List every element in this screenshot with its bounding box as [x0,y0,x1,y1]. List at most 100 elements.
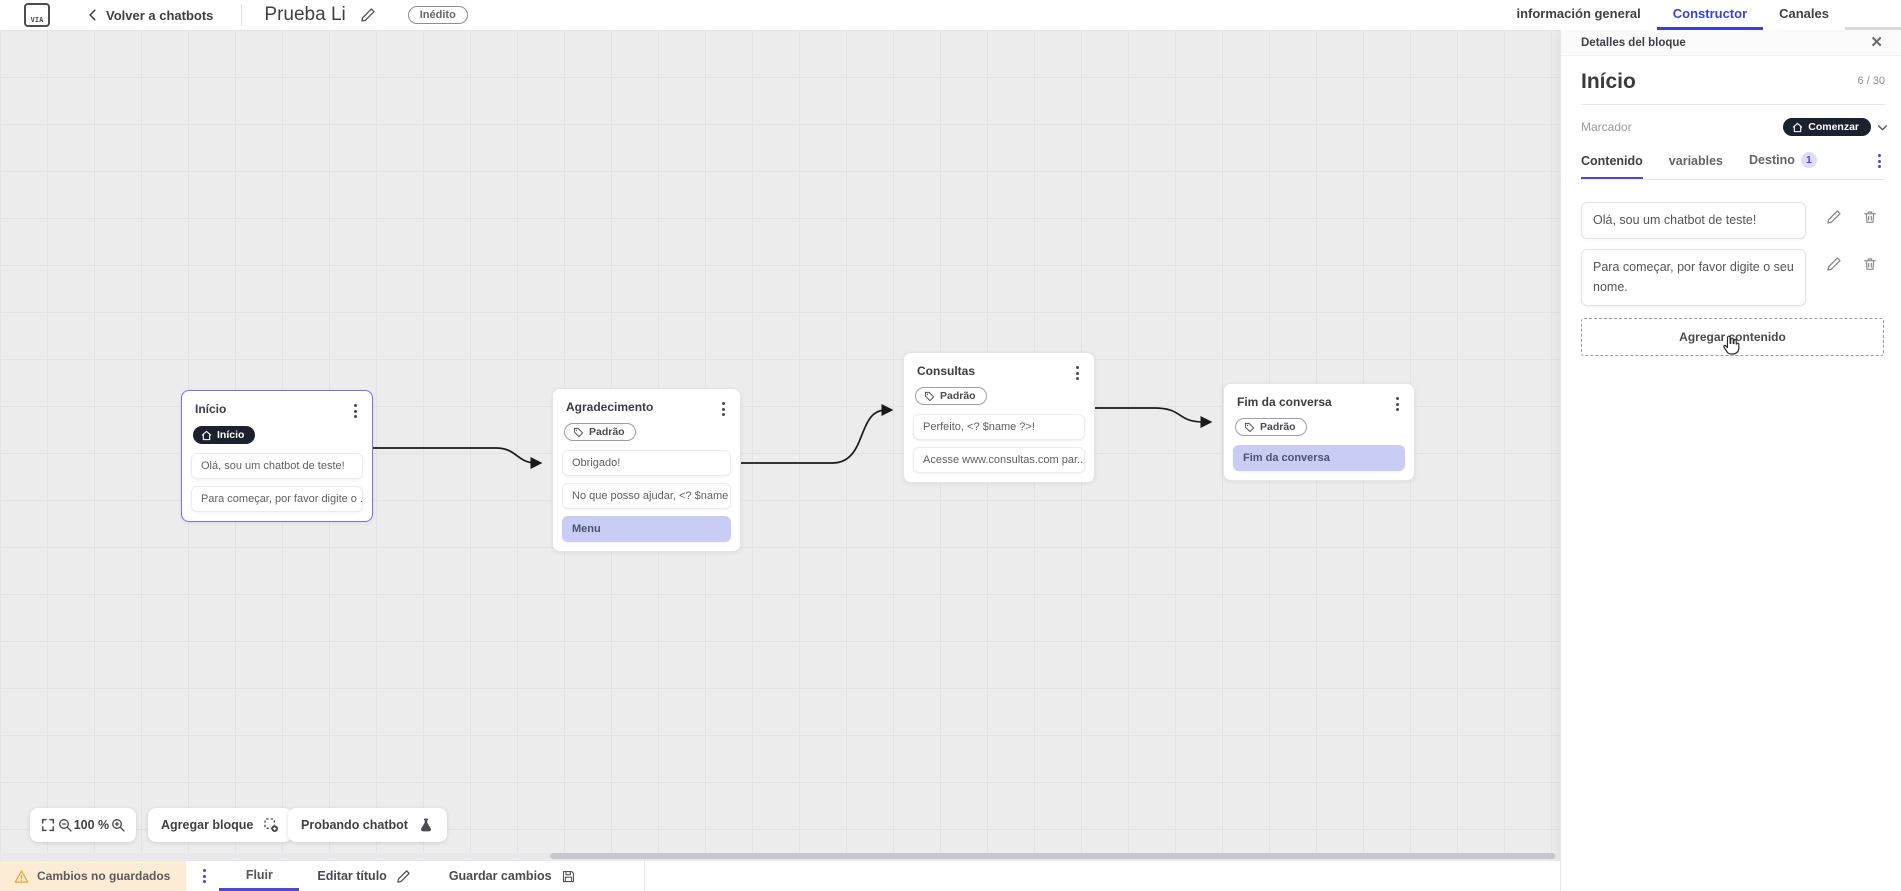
block-type-badge: Padrão [564,423,636,441]
tab-label: variables [1668,154,1724,168]
block-card[interactable]: No que posso ajudar, <? $name ... [562,482,731,509]
top-tab-bar: información general Constructor Canales [1500,0,1901,30]
content-list: Olá, sou um chatbot de teste! Para começ… [1561,180,1901,307]
trash-icon[interactable] [1862,256,1878,272]
panel-tab-bar: Contenido variables Destino 1 [1561,136,1901,179]
home-icon [1793,122,1803,132]
block-title: Início [195,402,227,416]
destino-count-badge: 1 [1800,152,1817,168]
flask-icon [420,818,432,832]
tab-canales[interactable]: Canales [1779,6,1829,21]
zoom-out-icon[interactable] [57,817,73,833]
app-logo: VIA [24,3,50,27]
horizontal-scrollbar-thumb[interactable] [550,853,1555,859]
tab-informacion-general[interactable]: información general [1516,6,1641,21]
flow-kebab-menu-icon[interactable] [199,867,210,885]
block-card-menu[interactable]: Menu [562,515,731,542]
unsaved-changes-chip: Cambios no guardados [0,861,187,891]
block-type-badge: Padrão [915,387,987,405]
fullscreen-icon[interactable] [40,817,56,833]
add-content-label: Agregar contenido [1679,330,1786,345]
tag-icon [924,391,935,401]
connector-consultas-fim [1095,407,1213,428]
marker-value-button[interactable]: Comenzar [1783,118,1871,136]
block-card[interactable]: Obrigado! [562,449,731,476]
home-icon [201,430,212,440]
flow-block-fim-da-conversa[interactable]: Fim da conversa Padrão Fim da conversa [1223,383,1415,481]
test-chatbot-label: Probando chatbot [301,818,408,832]
chatbot-title: Prueba Li [264,4,346,25]
kebab-menu-icon[interactable] [350,402,361,420]
test-chatbot-button[interactable]: Probando chatbot [288,808,447,842]
edit-title-button[interactable]: Editar título [317,861,410,891]
content-row: Para começar, por favor digite o seu nom… [1581,249,1885,307]
content-message-card[interactable]: Para começar, por favor digite o seu nom… [1581,249,1806,307]
save-changes-button[interactable]: Guardar cambios [449,861,576,891]
edit-title-label: Editar título [317,869,387,883]
zoom-toolbar: 100 % [30,808,136,842]
marker-value: Comenzar [1808,121,1859,133]
status-badge: Inédito [407,6,468,24]
zoom-in-icon[interactable] [110,817,126,833]
header-divider [241,4,243,26]
kebab-menu-icon[interactable] [1072,364,1083,382]
back-to-chatbots-button[interactable]: Volver a chatbots [86,8,213,23]
trash-icon[interactable] [1862,209,1878,225]
block-card[interactable]: Olá, sou um chatbot de teste! [191,452,363,479]
kebab-menu-icon[interactable] [718,400,729,418]
back-label: Volver a chatbots [106,7,214,23]
edit-pencil-icon[interactable] [1826,256,1842,272]
flow-block-agradecimento[interactable]: Agradecimento Padrão Obrigado! No que po… [552,388,741,552]
block-card[interactable]: Acesse www.consultas.com par... [913,446,1085,473]
tab-variables[interactable]: variables [1669,154,1723,179]
tab-constructor[interactable]: Constructor [1656,0,1764,30]
badge-label: Padrão [940,390,976,402]
flow-block-consultas[interactable]: Consultas Padrão Perfeito, <? $name ?>! … [903,352,1095,483]
block-card-end[interactable]: Fim da conversa [1233,444,1405,471]
tab-contenido[interactable]: Contenido [1581,154,1643,179]
block-details-panel: Detalles del bloque ✕ Início 6 / 30 Marc… [1560,30,1901,891]
content-row: Olá, sou um chatbot de teste! [1581,202,1885,240]
block-title: Consultas [917,364,976,378]
add-block-button[interactable]: Agregar bloque [148,808,293,842]
top-bar: VIA Volver a chatbots Prueba Li Inédito … [0,0,1901,30]
back-chevron-icon [89,9,96,21]
save-changes-label: Guardar cambios [448,869,552,883]
logo-text: VIA [30,16,44,24]
close-icon[interactable]: ✕ [1870,34,1883,51]
panel-header-title: Detalles del bloque [1581,36,1686,49]
chevron-down-icon[interactable] [1876,121,1889,134]
warning-icon [14,869,29,883]
add-block-icon [264,818,279,832]
connector-agradecimento-consultas [741,404,894,464]
bottom-bar-divider [643,861,645,891]
tab-label: Destino [1749,153,1795,167]
character-counter: 6 / 30 [1857,75,1885,87]
bottom-bar: Cambios no guardados Fluir Editar título… [0,860,1560,891]
block-title: Fim da conversa [1237,395,1332,409]
block-marker-badge: Início [193,426,256,444]
zoom-level: 100 % [73,818,110,832]
block-card[interactable]: Para começar, por favor digite o ... [191,485,363,512]
badge-label: Padrão [589,426,625,438]
add-block-label: Agregar bloque [161,818,254,832]
panel-block-title: Início [1581,70,1636,93]
tab-fluir[interactable]: Fluir [219,861,300,891]
marker-label: Marcador [1581,120,1632,134]
save-icon [562,870,574,882]
tag-icon [573,427,584,437]
edit-title-pencil-icon[interactable] [360,7,376,23]
edit-pencil-icon[interactable] [1826,209,1842,225]
tab-destino[interactable]: Destino 1 [1749,152,1817,179]
edit-pencil-icon [397,869,410,883]
panel-kebab-menu-icon[interactable] [1874,152,1885,170]
flow-block-inicio[interactable]: Início Início Olá, sou um chatbot de tes… [181,390,373,522]
badge-label: Início [217,429,245,441]
kebab-menu-icon[interactable] [1392,395,1403,413]
add-content-button[interactable]: Agregar contenido [1581,318,1884,357]
block-card[interactable]: Perfeito, <? $name ?>! [913,413,1085,440]
content-message-card[interactable]: Olá, sou um chatbot de teste! [1581,202,1806,240]
flow-canvas[interactable]: Início Início Olá, sou um chatbot de tes… [0,30,1560,860]
connector-inicio-agradecimento [373,447,543,469]
